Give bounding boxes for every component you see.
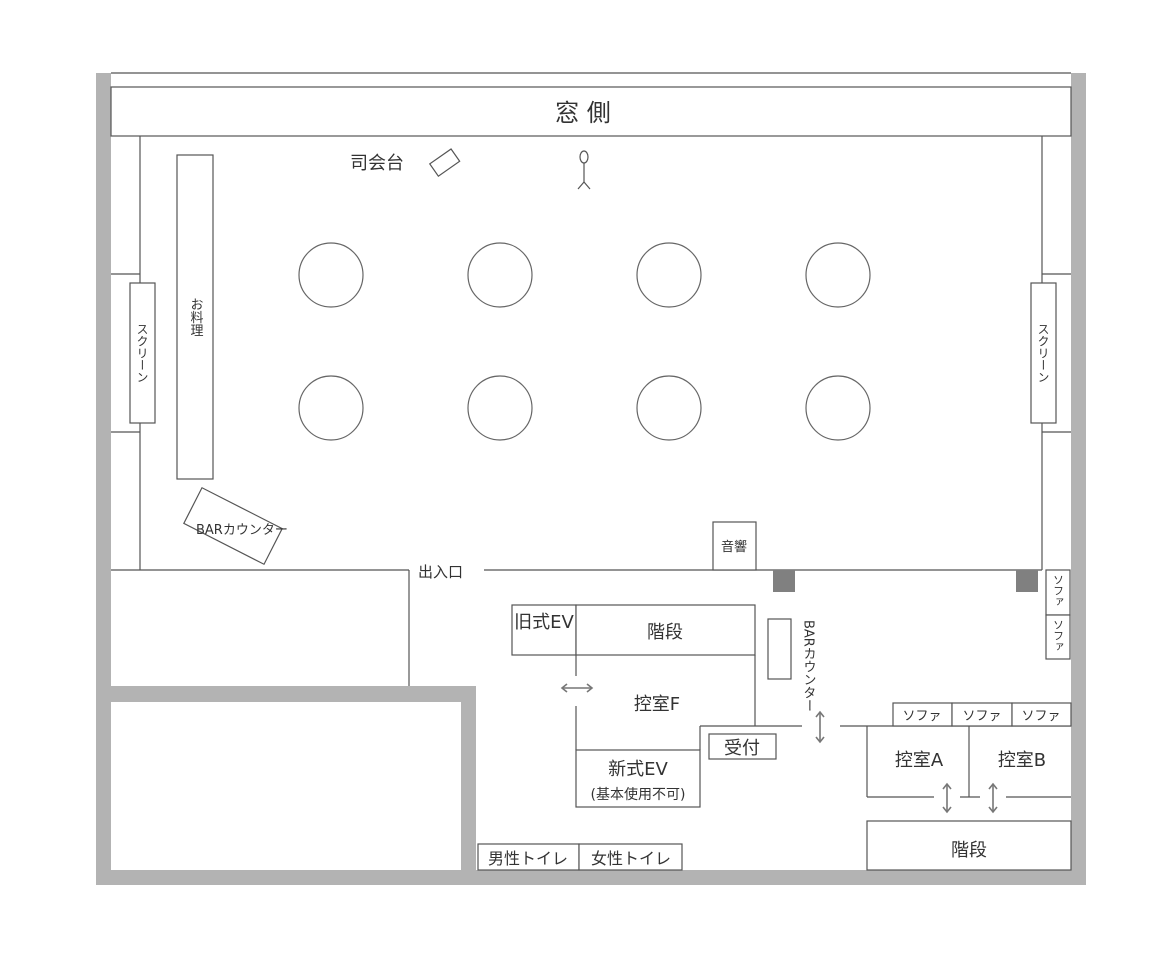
screen-right-label: スクリーン	[1036, 323, 1050, 383]
room-a-door-arrow-head	[942, 782, 952, 814]
screen-right	[1030, 282, 1057, 424]
stairs-right-label: 階段	[951, 840, 987, 861]
room-b-door-arrow-head	[988, 782, 998, 814]
bar-counter-right-label: BARカウンター	[801, 620, 816, 712]
bottom-wall	[96, 870, 1086, 885]
new-ev	[575, 749, 701, 808]
speaker-figure-leg-left	[577, 181, 585, 190]
window-side-label: 窓 側	[555, 99, 611, 127]
sofa-side-label: ソファ	[1052, 574, 1065, 607]
sound-label: 音響	[721, 539, 747, 555]
sofa-row-label: ソファ	[902, 709, 941, 724]
bar-counter-left	[183, 486, 283, 566]
stairs-center	[575, 604, 756, 656]
sofa-side	[1045, 614, 1071, 660]
mc-stand-label: 司会台	[350, 153, 404, 174]
sofa-row-label: ソファ	[962, 709, 1001, 724]
bar-counter-right	[767, 618, 792, 680]
bar-counter-left-label: BARカウンター	[196, 523, 288, 538]
waiting-room-b-label: 控室B	[998, 750, 1046, 771]
stairs-right	[866, 820, 1072, 871]
reception-label: 受付	[724, 738, 760, 759]
round-table	[636, 375, 702, 441]
screen-left	[129, 282, 156, 424]
round-table	[636, 242, 702, 308]
entrance-label: 出入口	[418, 563, 463, 581]
round-table	[467, 375, 533, 441]
men-toilet	[477, 843, 580, 871]
new-ev-note: (基本使用不可)	[591, 786, 686, 803]
round-table	[467, 242, 533, 308]
waiting-room-a-label: 控室A	[895, 750, 944, 771]
screen-left-label: スクリーン	[135, 323, 149, 383]
women-toilet-label: 女性トイレ	[591, 849, 671, 868]
speaker-figure-leg-right	[583, 181, 591, 190]
sofa-row	[1011, 702, 1072, 727]
round-table	[298, 375, 364, 441]
food-label: お料理	[188, 298, 204, 337]
reception-desk	[708, 733, 777, 760]
left-wall	[96, 73, 111, 885]
pillar	[773, 570, 795, 592]
window-band	[110, 86, 1072, 137]
sofa-row-label: ソファ	[1021, 709, 1060, 724]
passage-arrow-head	[815, 710, 825, 744]
old-ev	[511, 604, 577, 656]
inner-wall	[111, 686, 476, 870]
mc-stand	[428, 148, 461, 178]
women-toilet	[578, 843, 683, 871]
sofa-side	[1045, 569, 1071, 616]
right-wall	[1071, 73, 1086, 885]
round-table	[298, 242, 364, 308]
round-table	[805, 375, 871, 441]
round-table	[805, 242, 871, 308]
pillar	[1016, 570, 1038, 592]
door-arrow-head	[560, 683, 594, 693]
stairs-center-label: 階段	[647, 622, 683, 643]
sound-booth	[712, 521, 757, 571]
sofa-side-label: ソファ	[1052, 619, 1065, 652]
food-table	[176, 154, 214, 480]
new-ev-label: 新式EV	[608, 759, 668, 780]
speaker-figure-head	[579, 150, 589, 164]
old-ev-label: 旧式EV	[514, 612, 574, 633]
men-toilet-label: 男性トイレ	[488, 849, 568, 868]
waiting-room-f-label: 控室F	[634, 694, 680, 715]
